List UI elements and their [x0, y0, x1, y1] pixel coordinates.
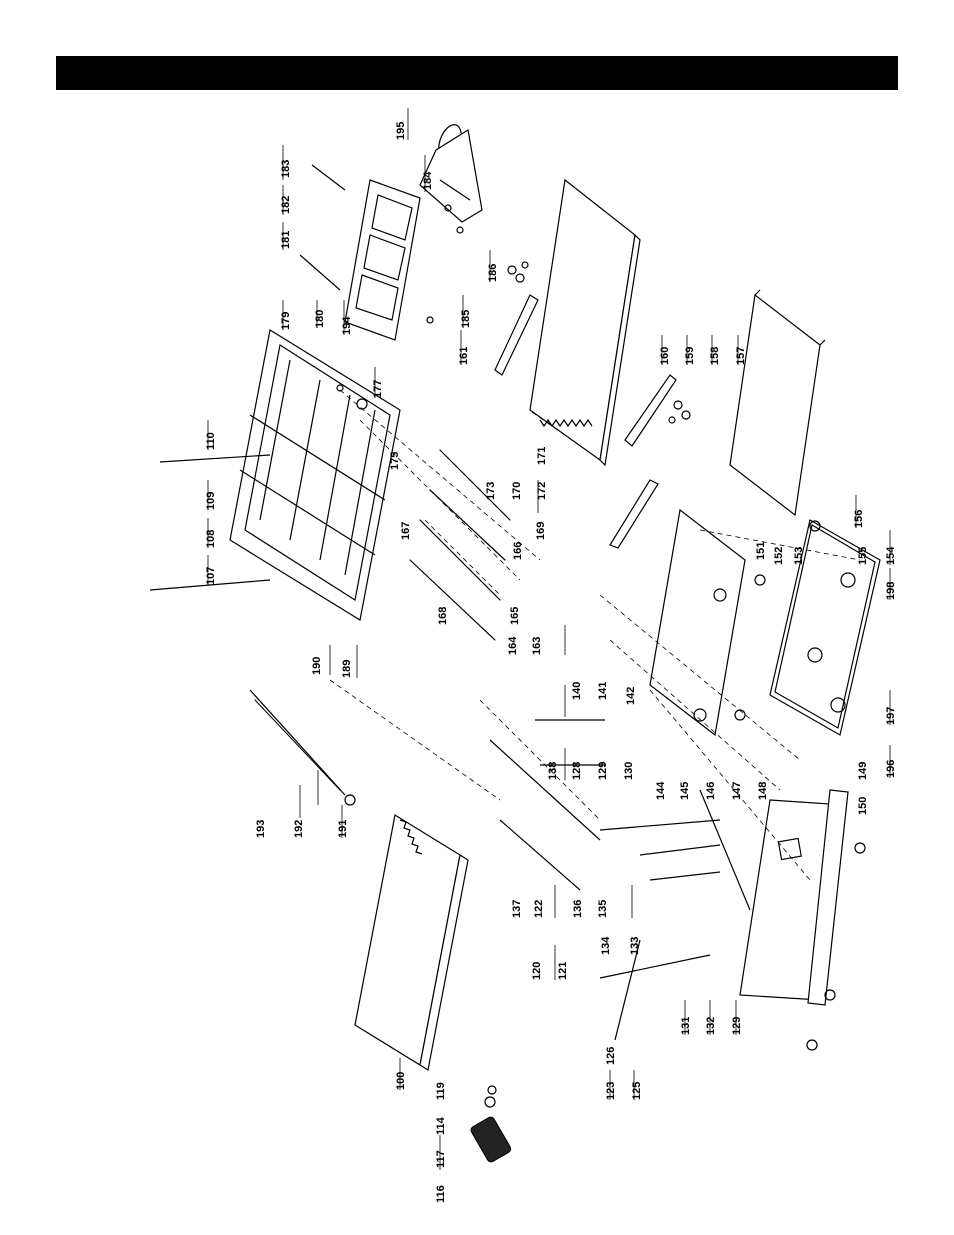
- label-169: 169: [535, 522, 547, 540]
- cutterhead-part: [249, 689, 356, 806]
- label-114: 114: [435, 1116, 447, 1135]
- label-116: 116: [435, 1185, 447, 1203]
- label-133: 133: [629, 937, 641, 955]
- assembly-lines: [329, 529, 861, 881]
- label-100: 100: [395, 1072, 407, 1090]
- label-141: 141: [597, 682, 609, 700]
- label-153: 153: [793, 547, 805, 565]
- label-150: 150: [857, 797, 869, 815]
- label-158: 158: [709, 347, 721, 365]
- label-155: 155: [857, 547, 869, 565]
- chute-frame-part: [299, 164, 421, 341]
- label-148: 148: [757, 782, 769, 800]
- label-191: 191: [337, 820, 349, 838]
- small-bracket-part: [624, 374, 691, 447]
- label-121: 121: [557, 962, 569, 980]
- label-123: 123: [605, 1082, 617, 1100]
- label-186: 186: [487, 264, 499, 282]
- label-132: 132: [705, 1017, 717, 1035]
- label-107: 107: [205, 567, 217, 585]
- label-136: 136: [572, 900, 584, 918]
- label-146: 146: [705, 782, 717, 800]
- label-137: 137: [511, 900, 523, 918]
- label-142: 142: [625, 687, 637, 705]
- label-192: 192: [293, 820, 305, 838]
- label-157: 157: [735, 347, 747, 365]
- label-138: 138: [547, 762, 559, 780]
- label-197: 197: [885, 707, 897, 725]
- label-147: 147: [731, 782, 743, 800]
- label-156: 156: [853, 510, 865, 528]
- label-171: 171: [536, 447, 548, 465]
- label-130: 130: [623, 762, 635, 780]
- label-110: 110: [205, 432, 217, 450]
- motor-bracket-part: [739, 789, 849, 1006]
- label-170: 170: [511, 482, 523, 500]
- label-125: 125: [631, 1082, 643, 1100]
- label-109: 109: [205, 492, 217, 510]
- label-180: 180: [314, 310, 326, 328]
- side-bracket-part: [494, 261, 539, 376]
- header-bar: [56, 56, 898, 90]
- part-number-labels: 195 183 184 182 181 186 179 180 194 185 …: [205, 122, 897, 1203]
- label-165: 165: [509, 607, 521, 625]
- base-frame-part: [769, 519, 881, 736]
- label-172: 172: [536, 482, 548, 500]
- top-cover-panel: [529, 178, 641, 467]
- label-167: 167: [400, 522, 412, 540]
- label-194: 194: [341, 316, 353, 335]
- label-189: 189: [341, 660, 353, 678]
- label-129-lower: 129: [731, 1017, 743, 1035]
- label-193: 193: [255, 820, 267, 838]
- label-144: 144: [655, 781, 667, 800]
- label-160: 160: [659, 347, 671, 365]
- label-198: 198: [885, 582, 897, 600]
- right-side-panel: [729, 289, 826, 517]
- feed-roller-parts: [409, 449, 511, 641]
- label-134: 134: [600, 936, 612, 955]
- left-cover-panel: [354, 814, 469, 1071]
- label-122: 122: [533, 900, 545, 918]
- label-177: 177: [372, 380, 384, 398]
- label-154: 154: [885, 546, 897, 565]
- label-119: 119: [435, 1082, 447, 1100]
- label-173: 173: [485, 482, 497, 500]
- label-190: 190: [311, 657, 323, 675]
- shaft-spring-parts: [489, 719, 751, 1041]
- label-126: 126: [605, 1047, 617, 1065]
- fastener-parts: [336, 204, 866, 1051]
- label-196: 196: [885, 760, 897, 778]
- label-152: 152: [773, 547, 785, 565]
- label-184: 184: [422, 171, 434, 190]
- label-151: 151: [755, 542, 767, 560]
- center-table-panel: [609, 479, 746, 737]
- label-168: 168: [437, 607, 449, 625]
- label-175: 175: [389, 452, 401, 470]
- label-leaders: [207, 108, 891, 1170]
- label-183: 183: [280, 160, 292, 178]
- label-195: 195: [395, 122, 407, 140]
- label-108: 108: [205, 530, 217, 548]
- label-163: 163: [531, 637, 543, 655]
- label-117: 117: [435, 1150, 447, 1168]
- motor-pulley-part: [470, 1085, 512, 1163]
- label-182: 182: [280, 196, 292, 214]
- label-166: 166: [512, 542, 524, 560]
- label-131: 131: [680, 1017, 692, 1035]
- label-140: 140: [571, 682, 583, 700]
- label-164: 164: [507, 636, 519, 655]
- label-120: 120: [531, 962, 543, 980]
- label-159: 159: [684, 347, 696, 365]
- label-135: 135: [597, 900, 609, 918]
- label-185: 185: [460, 310, 472, 328]
- label-181: 181: [280, 231, 292, 249]
- dust-hood-part: [419, 124, 483, 223]
- label-145: 145: [679, 782, 691, 800]
- label-149: 149: [857, 762, 869, 780]
- label-161: 161: [458, 347, 470, 365]
- label-129-upper: 129: [597, 762, 609, 780]
- label-179: 179: [280, 312, 292, 330]
- label-128: 128: [571, 762, 583, 780]
